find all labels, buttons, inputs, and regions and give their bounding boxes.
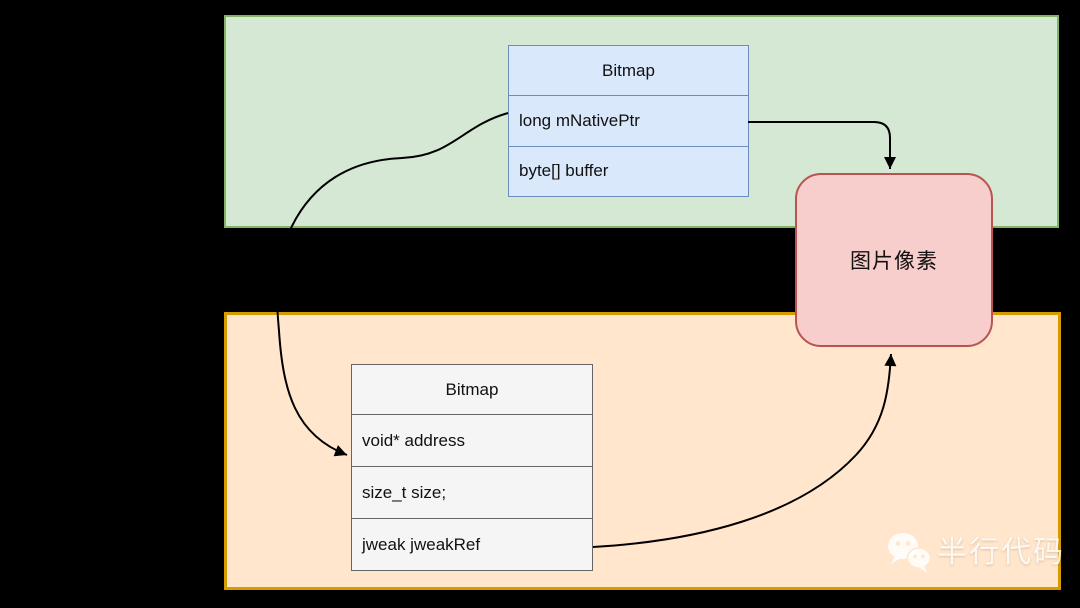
native-bitmap-field-address: void* address <box>352 414 592 466</box>
native-bitmap-title: Bitmap <box>445 379 499 399</box>
java-bitmap-field-mnativeptr: long mNativePtr <box>509 95 748 146</box>
native-bitmap-field-jweakref: jweak jweakRef <box>352 518 592 570</box>
native-bitmap-class: Bitmap void* address size_t size; jweak … <box>351 364 593 571</box>
native-bitmap-field-size: size_t size; <box>352 466 592 518</box>
pixel-data-label: 图片像素 <box>850 250 938 273</box>
wechat-icon <box>888 533 932 573</box>
java-bitmap-title: Bitmap <box>602 60 655 80</box>
watermark: 半行代码 <box>886 531 1065 575</box>
watermark-text: 半行代码 <box>937 536 1065 569</box>
pixel-data-node: 图片像素 <box>795 173 993 347</box>
java-bitmap-class: Bitmap long mNativePtr byte[] buffer <box>508 45 749 197</box>
java-bitmap-field-buffer: byte[] buffer <box>509 145 748 197</box>
